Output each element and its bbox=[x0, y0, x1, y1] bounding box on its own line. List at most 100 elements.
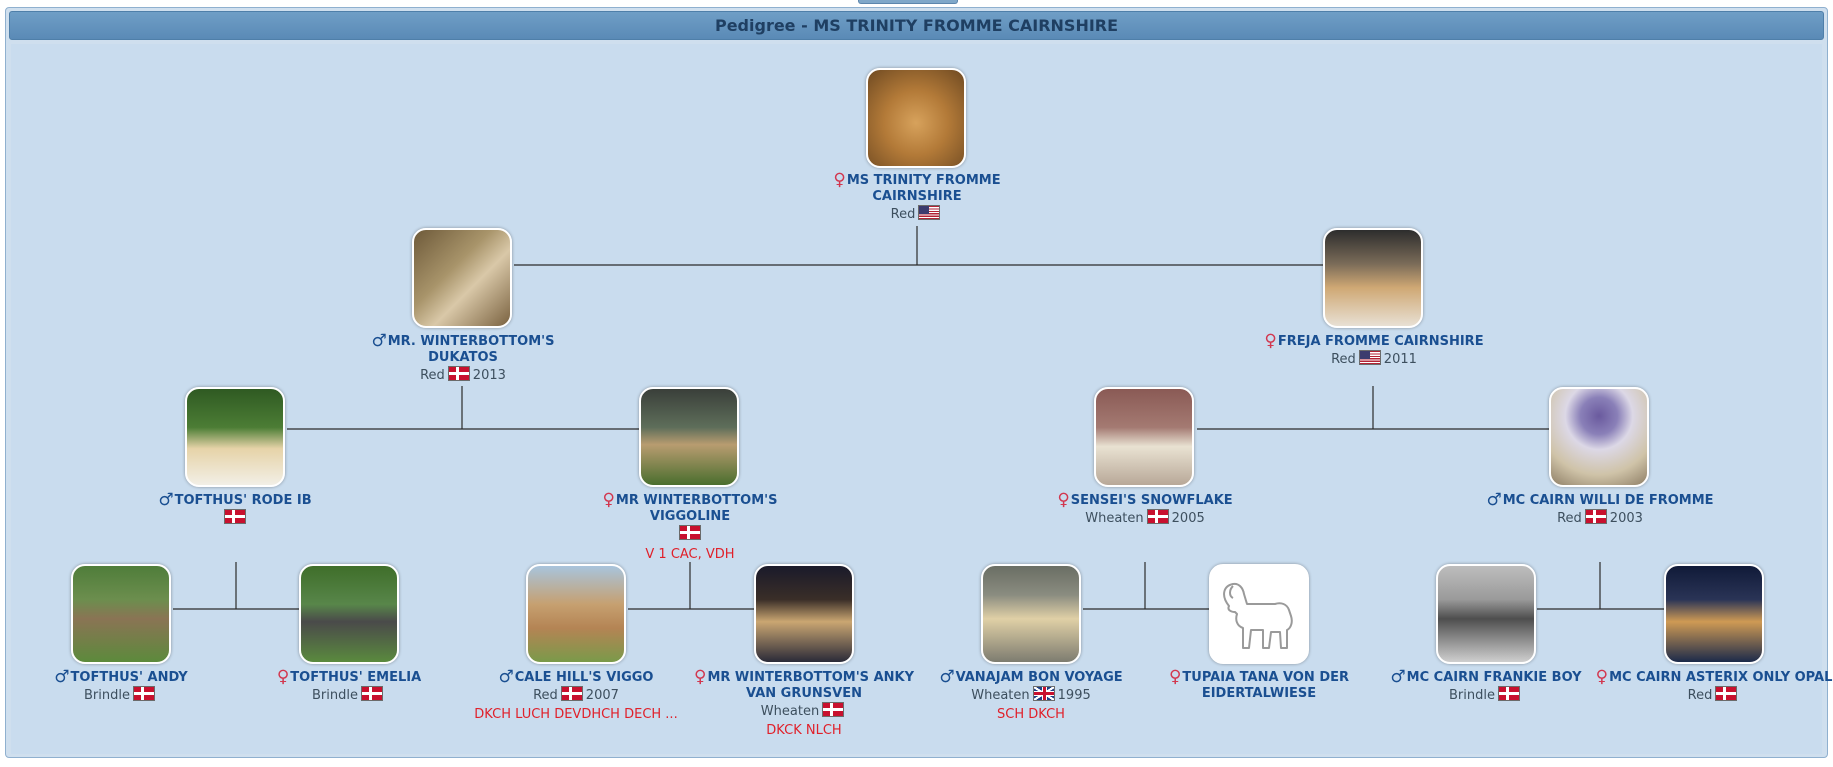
dog-year: 1995 bbox=[1057, 688, 1091, 703]
collapse-tab[interactable] bbox=[858, 0, 958, 4]
dog-info: ♀TOFTHUS' EMELIA Brindle bbox=[224, 669, 474, 704]
dog-year: 2007 bbox=[585, 688, 619, 703]
dog-info: ♀FREJA FROMME CAIRNSHIRE Red 2011 bbox=[1249, 333, 1499, 368]
dog-name-link[interactable]: MC CAIRN FRANKIE BOY bbox=[1406, 670, 1582, 685]
gb-flag-icon bbox=[1032, 686, 1055, 701]
dog-name-link[interactable]: CALE HILL'S VIGGO bbox=[514, 670, 654, 685]
dog-photo[interactable] bbox=[185, 387, 285, 487]
dog-name-link[interactable]: MR. WINTERBOTTOM'S DUKATOS bbox=[387, 334, 555, 365]
dk-flag-icon bbox=[1715, 686, 1738, 701]
dog-color: Red bbox=[890, 207, 916, 222]
dog-info: ♀TUPAIA TANA VON DER EIDERTALWIESE bbox=[1134, 669, 1384, 702]
dog-photo[interactable] bbox=[412, 228, 512, 328]
dog-color: Red bbox=[1557, 511, 1582, 526]
dk-flag-icon bbox=[679, 525, 701, 540]
dog-photo[interactable] bbox=[981, 564, 1081, 664]
dog-titles: DKCK NLCH bbox=[766, 723, 842, 738]
dog-color: Red bbox=[1687, 688, 1713, 703]
dog-color: Wheaten bbox=[1085, 511, 1144, 526]
dog-color: Red bbox=[533, 688, 558, 703]
dog-info: ♂MC CAIRN FRANKIE BOY Brindle bbox=[1361, 669, 1611, 704]
dog-color: Brindle bbox=[312, 688, 358, 703]
female-icon: ♀ bbox=[276, 667, 290, 687]
dog-color: Wheaten bbox=[760, 704, 820, 719]
dog-titles: V 1 CAC, VDH bbox=[645, 547, 735, 562]
male-icon: ♂ bbox=[158, 490, 174, 510]
dog-info: ♀SENSEI'S SNOWFLAKE Wheaten 2005 bbox=[1020, 492, 1270, 527]
dog-photo[interactable] bbox=[866, 68, 966, 168]
us-flag-icon bbox=[918, 205, 941, 220]
dog-info: ♀MS TRINITY FROMME CAIRNSHIRE Red bbox=[792, 172, 1042, 223]
dk-flag-icon bbox=[822, 702, 845, 717]
dog-year: 2013 bbox=[472, 368, 506, 383]
dog-name-link[interactable]: MS TRINITY FROMME CAIRNSHIRE bbox=[846, 173, 1001, 204]
male-icon: ♂ bbox=[371, 331, 387, 351]
dog-photo[interactable] bbox=[526, 564, 626, 664]
dog-info: ♂CALE HILL'S VIGGO Red 2007 DKCH LUCH DEV… bbox=[451, 669, 701, 723]
dog-info: ♂TOFTHUS' ANDY Brindle bbox=[0, 669, 246, 704]
dog-info: ♂TOFTHUS' RODE IB bbox=[110, 492, 360, 527]
dog-color: Brindle bbox=[1449, 688, 1495, 703]
dog-name-link[interactable]: MR WINTERBOTTOM'S ANKY VAN GRUNSVEN bbox=[707, 670, 915, 701]
male-icon: ♂ bbox=[1390, 667, 1406, 687]
male-icon: ♂ bbox=[498, 667, 514, 687]
dog-name-link[interactable]: FREJA FROMME CAIRNSHIRE bbox=[1277, 334, 1484, 349]
female-icon: ♀ bbox=[1264, 331, 1277, 351]
female-icon: ♀ bbox=[1057, 490, 1070, 510]
female-icon: ♀ bbox=[833, 170, 846, 190]
dog-photo[interactable] bbox=[1323, 228, 1423, 328]
dk-flag-icon bbox=[360, 686, 383, 701]
dk-flag-icon bbox=[1584, 509, 1607, 524]
dog-info: ♀MR WINTERBOTTOM'S ANKY VAN GRUNSVEN Whe… bbox=[679, 669, 929, 739]
dog-color: Red bbox=[420, 368, 445, 383]
us-flag-icon bbox=[1358, 350, 1381, 365]
dog-info: ♂MR. WINTERBOTTOM'S DUKATOS Red 2013 bbox=[338, 333, 588, 384]
dog-name-link[interactable]: SENSEI'S SNOWFLAKE bbox=[1070, 493, 1233, 508]
dk-flag-icon bbox=[1146, 509, 1169, 524]
dog-photo[interactable] bbox=[71, 564, 171, 664]
male-icon: ♂ bbox=[1486, 490, 1502, 510]
dog-name-link[interactable]: TOFTHUS' ANDY bbox=[70, 670, 188, 685]
dk-flag-icon bbox=[224, 509, 246, 524]
dog-name-link[interactable]: VANAJAM BON VOYAGE bbox=[955, 670, 1123, 685]
dk-flag-icon bbox=[132, 686, 155, 701]
dog-photo[interactable] bbox=[1664, 564, 1764, 664]
female-icon: ♀ bbox=[693, 667, 707, 687]
dog-titles: DKCH LUCH DEVDHCH DECH ... bbox=[474, 707, 678, 722]
dog-photo[interactable] bbox=[1549, 387, 1649, 487]
female-icon: ♀ bbox=[602, 490, 615, 510]
dk-flag-icon bbox=[447, 366, 470, 381]
dog-year: 2003 bbox=[1609, 511, 1643, 526]
dog-name-link[interactable]: MR WINTERBOTTOM'S VIGGOLINE bbox=[615, 493, 778, 524]
dog-outline-placeholder-icon[interactable] bbox=[1209, 564, 1309, 664]
dog-name-link[interactable]: TOFTHUS' EMELIA bbox=[290, 670, 422, 685]
dog-info: ♀MR WINTERBOTTOM'S VIGGOLINE V 1 CAC, VD… bbox=[565, 492, 815, 563]
dog-info: ♂MC CAIRN WILLI DE FROMME Red 2003 bbox=[1475, 492, 1725, 527]
dog-photo[interactable] bbox=[639, 387, 739, 487]
dog-titles: SCH DKCH bbox=[997, 707, 1065, 722]
dog-color: Brindle bbox=[84, 688, 130, 703]
dk-flag-icon bbox=[1497, 686, 1520, 701]
male-icon: ♂ bbox=[54, 667, 70, 687]
dog-photo[interactable] bbox=[299, 564, 399, 664]
male-icon: ♂ bbox=[939, 667, 955, 687]
dog-color: Red bbox=[1331, 352, 1356, 367]
dog-year: 2011 bbox=[1383, 352, 1417, 367]
female-icon: ♀ bbox=[1168, 667, 1182, 687]
dog-info: ♂VANAJAM BON VOYAGE Wheaten 1995 SCH DKCH bbox=[906, 669, 1156, 723]
dog-outline-icon bbox=[1223, 582, 1293, 649]
dog-info: ♀MC CAIRN ASTERIX ONLY OPAL Red bbox=[1589, 669, 1833, 704]
female-icon: ♀ bbox=[1595, 667, 1609, 687]
panel-title: Pedigree - MS TRINITY FROMME CAIRNSHIRE bbox=[9, 11, 1824, 40]
dog-name-link[interactable]: MC CAIRN ASTERIX ONLY OPAL bbox=[1609, 670, 1833, 685]
dk-flag-icon bbox=[560, 686, 583, 701]
dog-photo[interactable] bbox=[1094, 387, 1194, 487]
dog-name-link[interactable]: TUPAIA TANA VON DER EIDERTALWIESE bbox=[1182, 670, 1350, 701]
dog-photo[interactable] bbox=[754, 564, 854, 664]
dog-name-link[interactable]: TOFTHUS' RODE IB bbox=[174, 493, 312, 508]
dog-name-link[interactable]: MC CAIRN WILLI DE FROMME bbox=[1502, 493, 1714, 508]
dog-photo[interactable] bbox=[1436, 564, 1536, 664]
dog-year: 2005 bbox=[1171, 511, 1205, 526]
dog-color: Wheaten bbox=[971, 688, 1030, 703]
